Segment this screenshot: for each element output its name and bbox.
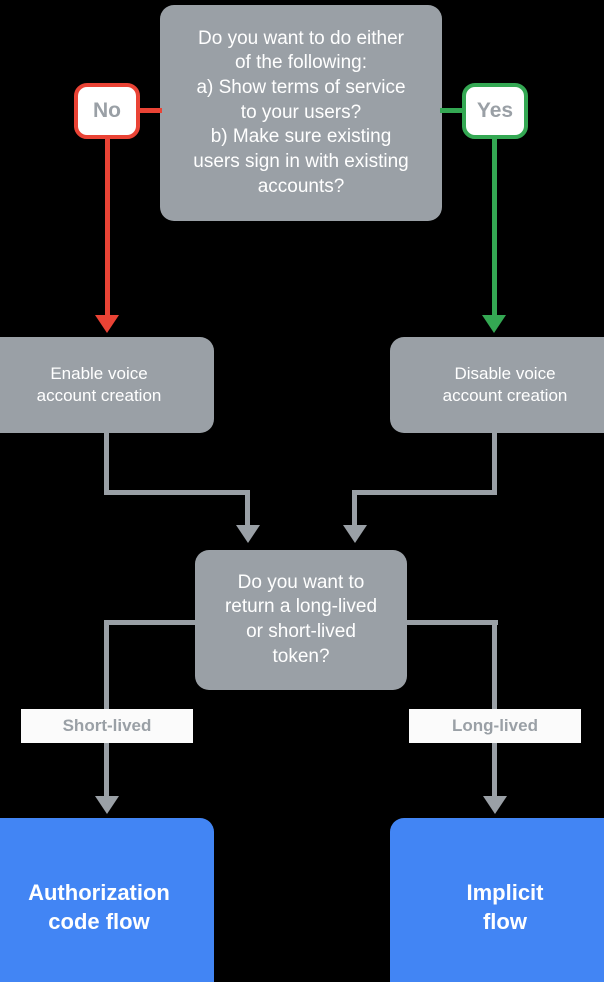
node-disable-voice-account-creation: Disable voice account creation bbox=[390, 337, 604, 433]
badge-yes: Yes bbox=[462, 83, 528, 139]
edge-long-lived-arrowhead bbox=[483, 796, 507, 814]
edge-label-long-lived: Long-lived bbox=[409, 709, 581, 743]
edge-no-arrowhead bbox=[95, 315, 119, 333]
edge-short-lived-horizontal bbox=[104, 620, 199, 625]
edge-no-horizontal-stub bbox=[136, 108, 162, 113]
decision-node-token-lifetime: Do you want to return a long-lived or sh… bbox=[195, 550, 407, 690]
edge-short-lived-arrowhead bbox=[95, 796, 119, 814]
edge-disable-vertical-down bbox=[492, 433, 497, 491]
outcome-node-authorization-code-flow: Authorization code flow bbox=[0, 818, 214, 982]
edge-enable-vertical-into-node bbox=[245, 490, 250, 528]
edge-long-lived-horizontal bbox=[403, 620, 498, 625]
edge-label-short-lived: Short-lived bbox=[21, 709, 193, 743]
badge-no: No bbox=[74, 83, 140, 139]
edge-enable-vertical-down bbox=[104, 433, 109, 491]
decision-node-terms-of-service: Do you want to do either of the followin… bbox=[160, 5, 442, 221]
edge-disable-vertical-into-node bbox=[352, 490, 357, 528]
edge-disable-horizontal bbox=[352, 490, 497, 495]
outcome-node-implicit-flow: Implicit flow bbox=[390, 818, 604, 982]
edge-no-vertical bbox=[105, 137, 110, 317]
edge-yes-arrowhead bbox=[482, 315, 506, 333]
edge-enable-horizontal bbox=[104, 490, 250, 495]
edge-yes-vertical bbox=[492, 137, 497, 317]
node-enable-voice-account-creation: Enable voice account creation bbox=[0, 337, 214, 433]
edge-yes-horizontal-stub bbox=[440, 108, 466, 113]
edge-disable-arrowhead bbox=[343, 525, 367, 543]
edge-enable-arrowhead bbox=[236, 525, 260, 543]
